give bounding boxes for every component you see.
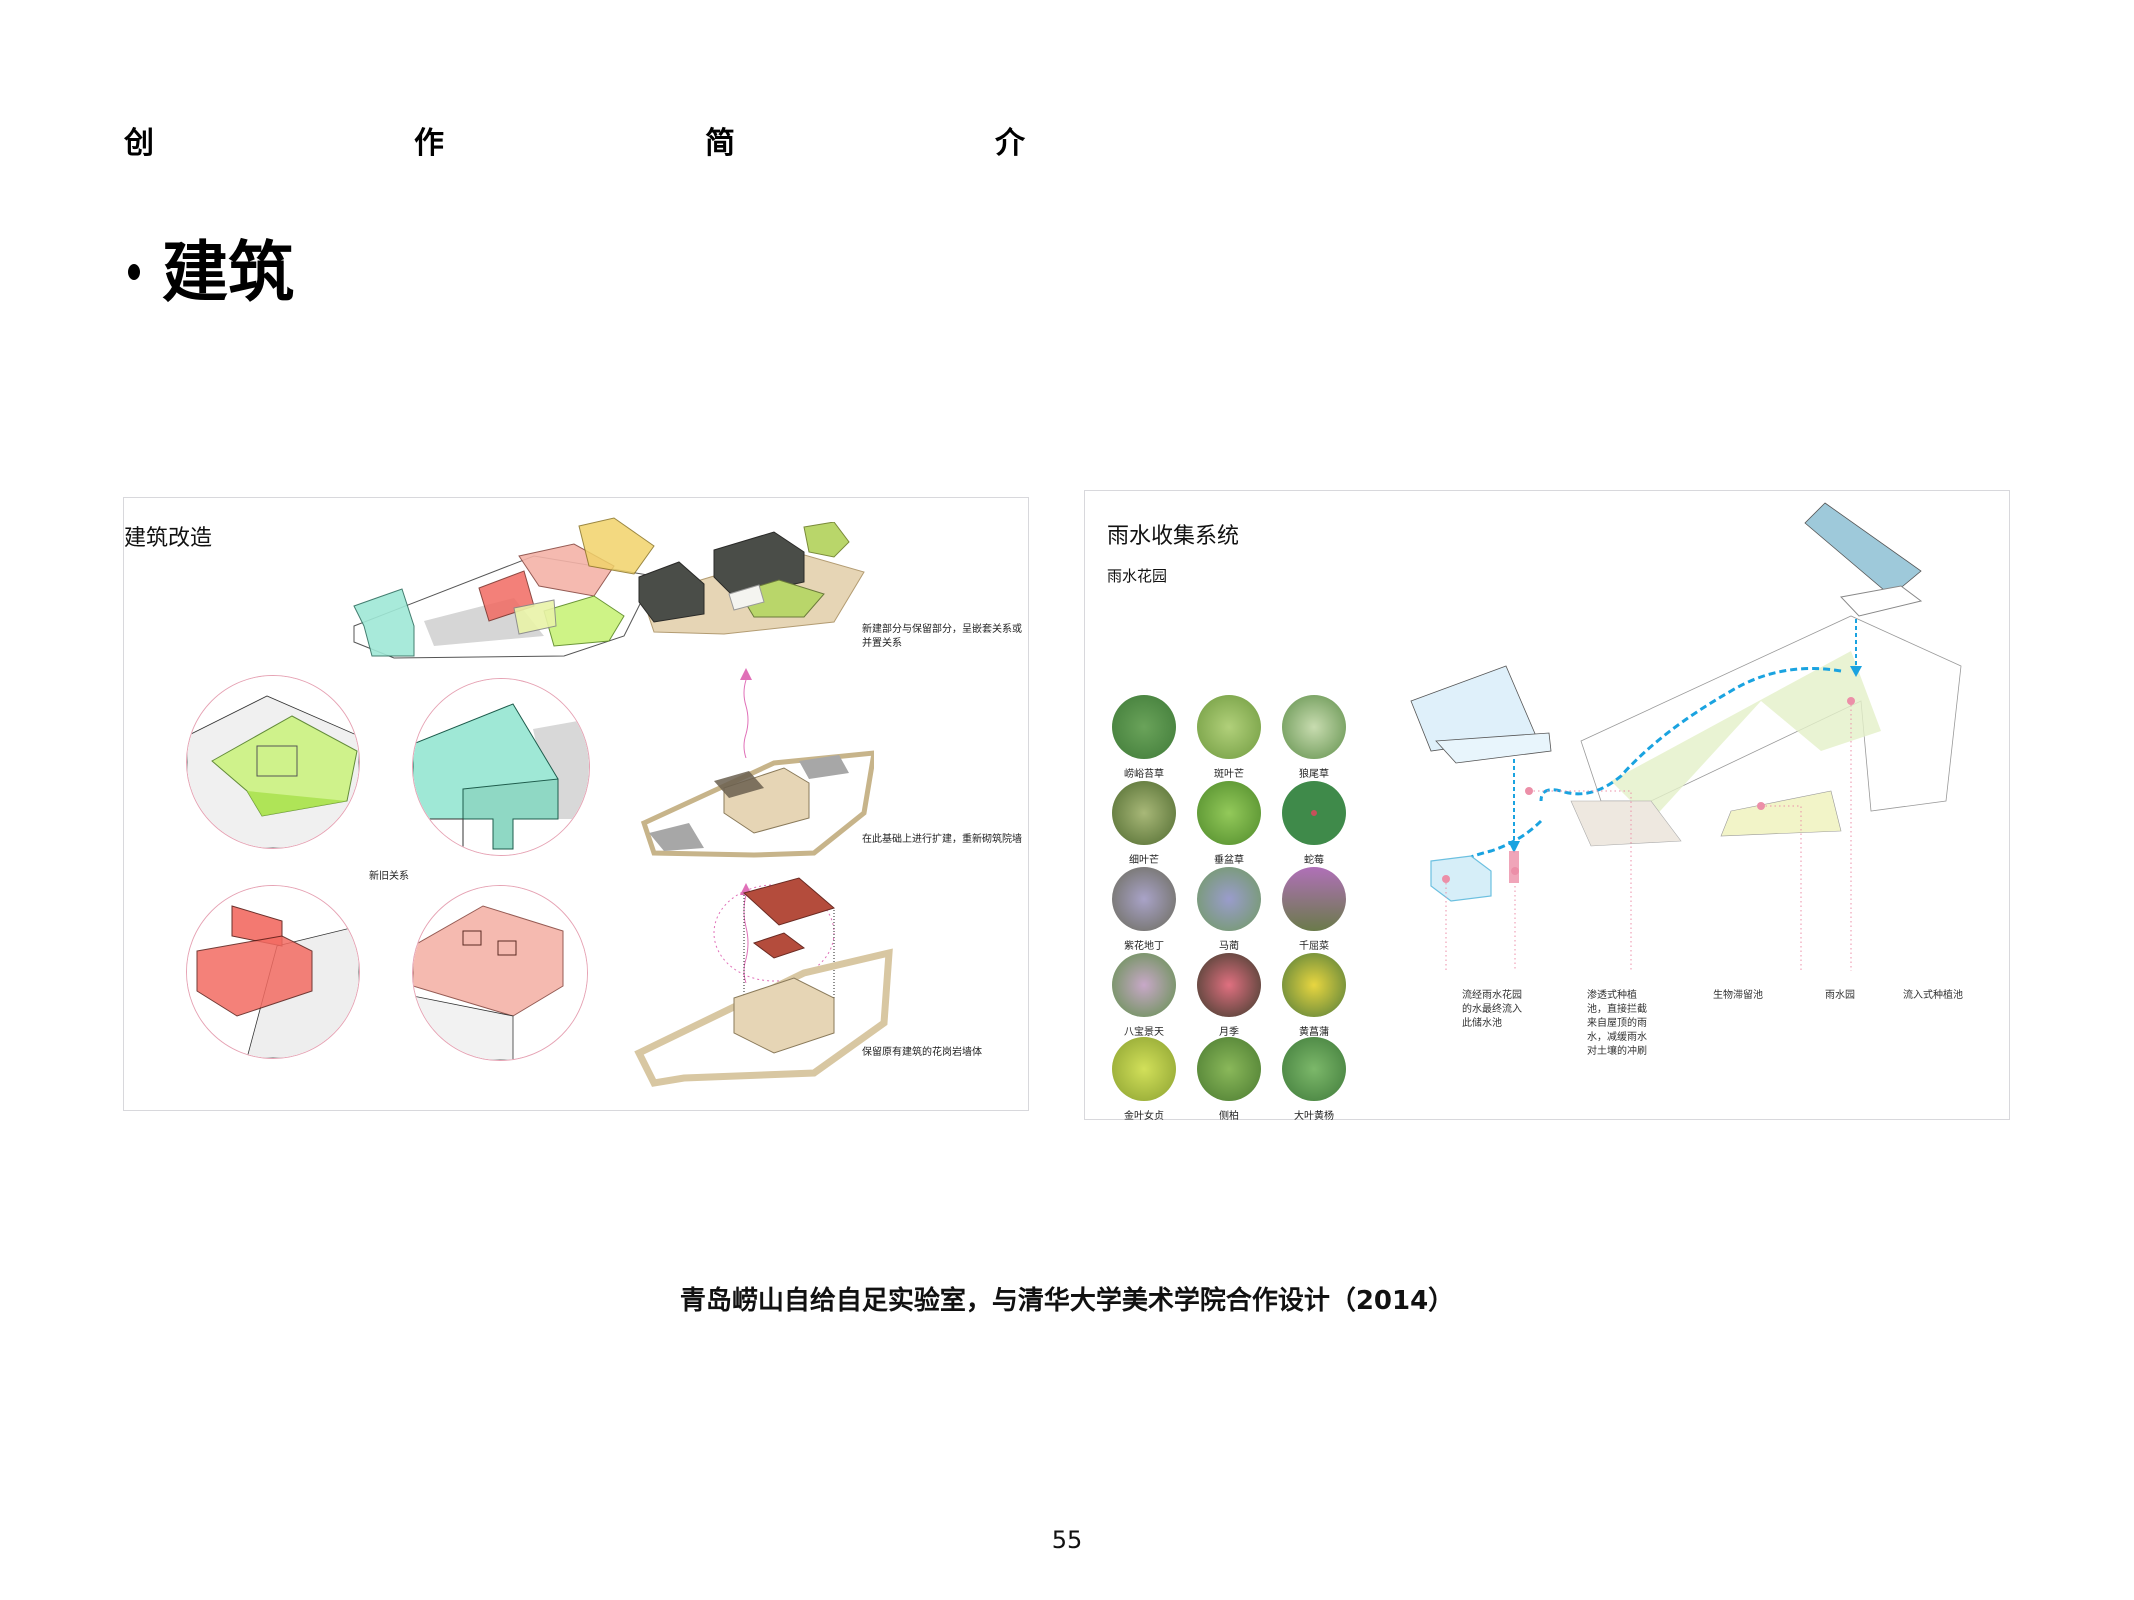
annotation-infiltration-planter: 渗透式种植池，直接拦截来自屋顶的雨水，减缓雨水对土壤的冲刷 xyxy=(1587,990,1647,1057)
plant-photo xyxy=(1112,953,1176,1017)
expansion-axonometric xyxy=(640,750,874,858)
plant-item: 千屈菜 xyxy=(1281,867,1347,952)
plant-photo xyxy=(1282,695,1346,759)
plant-label: 垂盆草 xyxy=(1214,855,1244,866)
plant-photo xyxy=(1197,953,1261,1017)
plant-label: 崂峪苔草 xyxy=(1124,769,1164,780)
architecture-renovation-panel: 建筑改造 xyxy=(123,497,1029,1111)
plant-item: 狼尾草 xyxy=(1281,695,1347,780)
detail-circle-cyan xyxy=(412,678,590,856)
plant-photo xyxy=(1112,695,1176,759)
heading-char-4: 介 xyxy=(995,126,1025,161)
plant-label: 大叶黄杨 xyxy=(1294,1111,1334,1122)
panel-title: 雨水收集系统 xyxy=(1107,524,1240,549)
annotation-bioretention-pond: 生物滞留池 xyxy=(1713,990,1763,1001)
plant-label: 斑叶芒 xyxy=(1214,769,1244,780)
detail-circle-red xyxy=(186,885,360,1059)
plant-photo xyxy=(1197,781,1261,845)
plant-label: 狼尾草 xyxy=(1299,769,1329,780)
plant-item: 垂盆草 xyxy=(1196,781,1262,866)
plant-photo xyxy=(1282,1037,1346,1101)
plant-photo xyxy=(1282,781,1346,845)
note-new-and-retained: 新建部分与保留部分，呈嵌套关系或并置关系 xyxy=(862,624,1022,649)
plant-photo xyxy=(1112,1037,1176,1101)
plant-label: 紫花地丁 xyxy=(1124,941,1164,952)
plant-item: 大叶黄杨 xyxy=(1281,1037,1347,1122)
circles-caption: 新旧关系 xyxy=(369,871,409,882)
plant-item: 月季 xyxy=(1196,953,1262,1038)
plant-item: 黄菖蒲 xyxy=(1281,953,1347,1038)
rainwater-system-panel: 雨水收集系统 雨水花园 崂峪苔草 斑叶芒 狼尾草 细叶芒 垂盆草 蛇莓 紫花地丁… xyxy=(1084,490,2010,1122)
plant-photo xyxy=(1197,695,1261,759)
plant-label: 八宝景天 xyxy=(1124,1027,1164,1038)
note-expansion: 在此基础上进行扩建，重新砌筑院墙 xyxy=(862,834,1022,845)
new-building-axonometric xyxy=(638,522,865,635)
detail-circle-salmon xyxy=(412,885,588,1061)
plant-item: 马蔺 xyxy=(1196,867,1262,952)
plant-photo xyxy=(1282,953,1346,1017)
plant-item: 细叶芒 xyxy=(1111,781,1177,866)
plant-label: 马蔺 xyxy=(1219,941,1239,952)
plant-photo xyxy=(1112,867,1176,931)
panel-subtitle: 雨水花园 xyxy=(1107,567,1168,585)
plant-label: 细叶芒 xyxy=(1129,855,1159,866)
plant-item: 斑叶芒 xyxy=(1196,695,1262,780)
plant-item: 蛇莓 xyxy=(1281,781,1347,866)
rainwater-flow-diagram xyxy=(1410,502,1962,971)
note-granite-wall: 保留原有建筑的花岗岩墙体 xyxy=(862,1047,982,1058)
plant-item: 紫花地丁 xyxy=(1111,867,1177,952)
detail-circle-green xyxy=(186,675,360,849)
plant-label: 千屈菜 xyxy=(1299,941,1329,952)
heading-char-2: 作 xyxy=(414,126,444,161)
plant-photo xyxy=(1197,867,1261,931)
annotation-rain-garden: 雨水园 xyxy=(1825,990,1855,1001)
plant-item: 八宝景天 xyxy=(1111,953,1177,1038)
plant-label: 蛇莓 xyxy=(1304,855,1324,866)
plant-item: 金叶女贞 xyxy=(1111,1037,1177,1122)
plant-photo xyxy=(1197,1037,1261,1101)
granite-wall-axonometric xyxy=(634,877,893,1087)
heading-char-3: 简 xyxy=(705,126,735,161)
annotation-flow-through-planter: 流入式种植池 xyxy=(1903,990,1963,1001)
plant-item: 崂峪苔草 xyxy=(1111,695,1177,780)
plant-label: 金叶女贞 xyxy=(1124,1111,1164,1122)
panel-title: 建筑改造 xyxy=(124,526,213,551)
plant-label: 月季 xyxy=(1219,1027,1239,1038)
upward-arrow-1 xyxy=(740,668,752,758)
annotation-storage-tank: 流经雨水花园的水最终流入此储水池 xyxy=(1462,990,1522,1029)
plant-label: 侧柏 xyxy=(1219,1111,1239,1122)
page-number: 55 xyxy=(1051,1526,1083,1554)
heading-char-1: 创 xyxy=(124,126,154,161)
plant-label: 黄菖蒲 xyxy=(1299,1027,1329,1038)
plant-item: 侧柏 xyxy=(1196,1037,1262,1122)
section-title-text: 建筑 xyxy=(162,233,294,311)
section-title: 建筑 xyxy=(128,232,294,312)
plant-photo xyxy=(1282,867,1346,931)
massing-axonometric-illustration xyxy=(353,517,655,659)
bullet-icon xyxy=(128,264,140,280)
project-caption: 青岛崂山自给自足实验室，与清华大学美术学院合作设计（2014） xyxy=(679,1286,1455,1316)
plant-photo xyxy=(1112,781,1176,845)
